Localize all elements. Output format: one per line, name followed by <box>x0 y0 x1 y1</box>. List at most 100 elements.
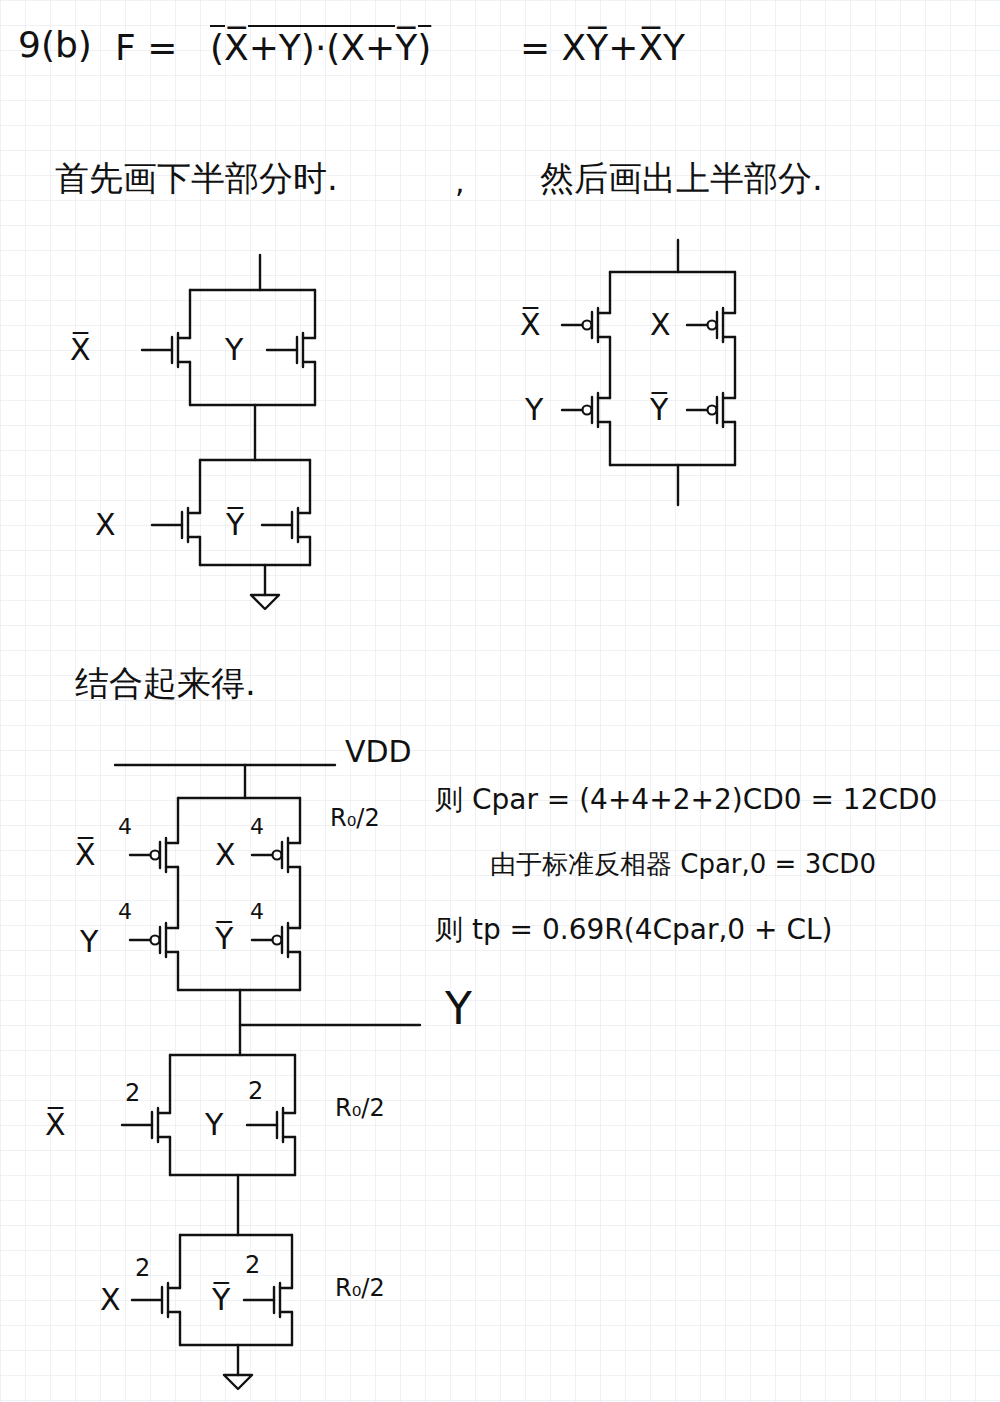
wire <box>170 1054 295 1056</box>
wire <box>298 536 310 538</box>
pmos-bubble <box>273 851 282 860</box>
wire <box>723 421 735 423</box>
wire <box>252 854 272 856</box>
wire <box>288 842 300 844</box>
wire <box>177 867 179 928</box>
note-label: 然后画出上半部分. <box>540 160 823 197</box>
note-label: R₀/2 <box>335 1275 385 1301</box>
wire <box>562 324 582 326</box>
wire <box>291 1312 293 1345</box>
wire <box>677 240 679 272</box>
pmos-bubble <box>583 321 592 330</box>
wire <box>294 1055 296 1113</box>
wire <box>166 927 178 929</box>
note-label: 2 <box>125 1080 140 1106</box>
note-label: VDD <box>345 735 412 768</box>
note-label: , <box>455 165 465 198</box>
wire <box>247 1124 277 1126</box>
wire <box>190 404 315 406</box>
wire <box>734 337 736 398</box>
wire <box>598 312 610 314</box>
wire <box>200 459 310 461</box>
wire <box>288 951 300 953</box>
wire <box>288 927 300 929</box>
wire <box>189 290 191 338</box>
wire <box>252 939 272 941</box>
wire <box>190 289 315 291</box>
note-label: F = <box>115 28 177 68</box>
wire <box>158 1112 170 1114</box>
wire <box>200 564 310 566</box>
note-label: X̅ <box>70 333 91 366</box>
wire <box>130 939 150 941</box>
note-label: X <box>95 508 116 541</box>
note-label: = XY̅+X̅Y <box>520 28 685 68</box>
wire <box>189 362 191 405</box>
wire <box>168 1287 180 1289</box>
note-label: R₀/2 <box>330 805 380 831</box>
note-label: X <box>650 308 671 341</box>
wire <box>267 349 297 351</box>
wire <box>244 1299 274 1301</box>
wire <box>309 537 311 565</box>
wire <box>598 421 610 423</box>
wire <box>170 1174 295 1176</box>
wire <box>687 409 707 411</box>
wire <box>168 1311 180 1313</box>
wire <box>723 312 735 314</box>
note-label: 4 <box>250 815 264 839</box>
wire <box>179 1235 181 1288</box>
wire <box>280 1287 292 1289</box>
wire <box>199 537 201 565</box>
wire <box>314 290 316 338</box>
wire <box>130 854 150 856</box>
note-label: Y <box>205 1108 223 1141</box>
note-label: Y <box>225 333 243 366</box>
wire <box>239 990 241 1055</box>
note-label: 则 tp = 0.69R(4Cpar,0 + CL) <box>435 915 833 946</box>
wire <box>687 324 707 326</box>
wire <box>166 951 178 953</box>
wire <box>178 361 190 363</box>
wire <box>299 867 301 928</box>
note-label: 4 <box>118 815 132 839</box>
wire <box>158 1136 170 1138</box>
wire <box>259 255 261 290</box>
wire <box>610 271 735 273</box>
note-label: 首先画下半部分时. <box>55 160 338 197</box>
wire <box>240 1024 420 1026</box>
wire <box>723 397 735 399</box>
wire <box>609 422 611 465</box>
wire <box>166 866 178 868</box>
wire <box>280 1311 292 1313</box>
wire <box>562 409 582 411</box>
wire <box>199 460 201 513</box>
note-label: 则 Cpar = (4+4+2+2)CD0 = 12CD0 <box>435 785 937 816</box>
wire <box>299 798 301 843</box>
wire <box>251 595 279 609</box>
note-label: X <box>100 1283 121 1316</box>
wire <box>283 1112 295 1114</box>
note-label: R₀/2 <box>335 1095 385 1121</box>
pmos-bubble <box>708 321 717 330</box>
wire <box>188 512 200 514</box>
wire <box>288 866 300 868</box>
note-label: X̅ <box>45 1108 66 1141</box>
pmos-bubble <box>708 406 717 415</box>
wire <box>283 1136 295 1138</box>
wire <box>115 764 335 766</box>
wire <box>598 336 610 338</box>
note-label: Y̅ <box>212 1283 230 1316</box>
wire <box>299 952 301 990</box>
wire <box>677 465 679 505</box>
wire <box>294 1137 296 1175</box>
wire <box>122 1124 152 1126</box>
note-label: Y̅ <box>226 508 244 541</box>
wire <box>314 362 316 405</box>
note-label: X̅ <box>520 308 541 341</box>
wire <box>237 1345 239 1375</box>
note-label: Y̅ <box>650 393 668 426</box>
wire <box>178 797 300 799</box>
